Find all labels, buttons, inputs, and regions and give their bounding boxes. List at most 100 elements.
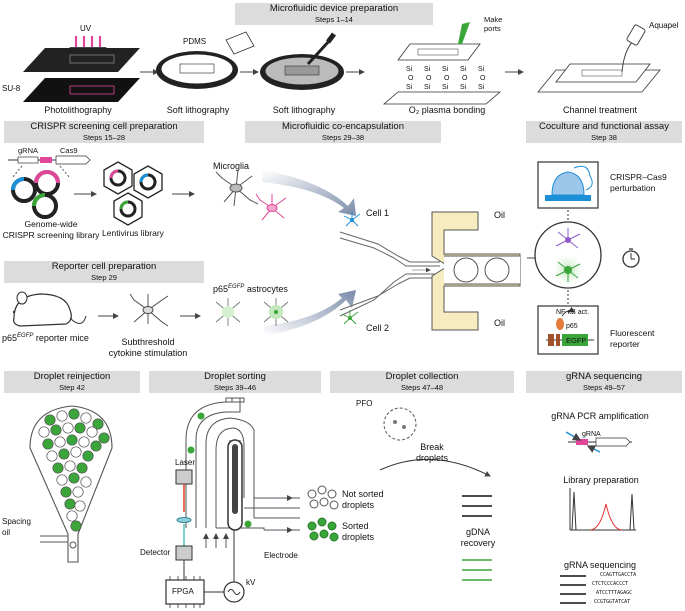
detector-label: Detector: [140, 548, 171, 557]
photomask: [23, 48, 140, 72]
spaced-droplet: [69, 541, 77, 549]
nfkb-label: NF-κB act.: [556, 309, 590, 316]
detector-box: [175, 545, 193, 561]
header-steps: Step 42: [59, 383, 85, 392]
svg-text:Si: Si: [424, 84, 431, 91]
header-reporter-preparation: Reporter cell preparation Step 29: [4, 261, 204, 283]
header-title: Coculture and functional assay: [539, 121, 669, 132]
header-droplet-sorting: Droplet sorting Steps 39–46: [149, 371, 321, 393]
astro-sup: EGFP: [228, 284, 245, 290]
droplet: [52, 462, 64, 474]
pcr-amplicon: [565, 431, 632, 453]
sorted-line-2: droplets: [342, 531, 375, 542]
header-droplet-collection: Droplet collection Steps 47–48: [330, 371, 514, 393]
header-co-encapsulation: Microfluidic co-encapsulation Steps 29–3…: [245, 121, 441, 143]
break-droplets-label: Break droplets: [404, 442, 460, 463]
droplet: [80, 412, 92, 424]
oil-top-label: Oil: [494, 210, 505, 220]
photolithography-label: Photolithography: [44, 105, 112, 115]
cell2-label: Cell 2: [366, 323, 390, 333]
header-title: Microfluidic device preparation: [269, 3, 399, 14]
microglia-label: Microglia: [213, 161, 250, 171]
arrow-cell2: [264, 290, 356, 336]
header-steps: Steps 47–48: [400, 383, 444, 392]
spacing-line-2: oil: [2, 527, 11, 537]
droplet: [68, 472, 80, 484]
coculture-droplet: [534, 161, 602, 355]
su8-label: SU-8: [2, 84, 21, 93]
pfo-droplet: [383, 407, 417, 441]
arrow-cell1: [262, 170, 356, 216]
lentivirus-library: [103, 161, 163, 226]
header-steps: Step 29: [91, 273, 117, 282]
droplet: [54, 436, 66, 448]
seq-read: ATCCTTTAGAGC: [596, 590, 633, 596]
header-steps: Steps 49–57: [582, 383, 626, 392]
punch-pen-icon: [458, 22, 470, 44]
header-title: Droplet collection: [385, 371, 459, 382]
break-line-2: droplets: [415, 452, 449, 463]
stopwatch-icon: [622, 248, 640, 268]
aquapel-syringe-icon: [626, 24, 646, 46]
grna-sequencing-label: gRNA sequencing: [563, 560, 637, 570]
stim-line-2: cytokine stimulation: [108, 347, 188, 358]
spacing-oil-label: Spacing oil: [2, 517, 31, 538]
soft-lithography-label-1: Soft lithography: [166, 105, 230, 115]
microglia-cells: [215, 169, 287, 221]
laser-label: Laser: [175, 458, 196, 467]
svg-text:Si: Si: [460, 84, 467, 91]
soft-lithography-dish-2: [260, 32, 344, 90]
droplet: [50, 424, 62, 436]
sorted-label: Sorted droplets: [342, 521, 374, 542]
gdna-fragments: [462, 495, 492, 581]
break-arrow: [379, 458, 491, 477]
svg-text:Si: Si: [478, 84, 485, 91]
svg-text:O: O: [426, 75, 432, 82]
p65-label: p65: [566, 323, 578, 330]
fluorescent-line-2: reporter: [610, 338, 640, 349]
perturbation-label: CRISPR–Cas9 perturbation: [610, 172, 667, 193]
droplet: [46, 450, 58, 462]
droplet: [80, 476, 92, 488]
not-sorted-line-2: droplets: [342, 499, 375, 510]
svg-text:O: O: [408, 75, 414, 82]
header-steps: Steps 15–28: [82, 133, 126, 142]
sorted-droplets-icon: [307, 517, 339, 542]
kv-label: kV: [246, 578, 256, 587]
make-ports-label: Make ports: [484, 15, 503, 33]
droplet: [66, 510, 78, 522]
break-line-1: Break: [420, 442, 444, 452]
fluorescent-line-1: Fluorescent: [610, 328, 655, 338]
laser-box: [175, 469, 193, 485]
droplet: [64, 460, 76, 472]
droplet: [76, 462, 88, 474]
header-title: Reporter cell preparation: [51, 261, 157, 272]
svg-text:Si: Si: [424, 66, 431, 73]
astro-base: p65: [213, 284, 229, 294]
egfp-box-label: EGFP: [566, 336, 587, 345]
droplet: [74, 422, 86, 434]
perturbation-line-2: perturbation: [610, 182, 656, 193]
header-steps: Steps 1–14: [315, 15, 353, 24]
plasma-bonding-label: O₂ plasma bonding: [408, 105, 486, 115]
droplet: [60, 486, 72, 498]
droplet: [70, 520, 82, 532]
svg-text:O: O: [444, 75, 450, 82]
seq-read: CCAGTTGACCTA: [600, 572, 637, 578]
reinjected-droplets: [38, 408, 110, 532]
electrode-label: Electrode: [264, 551, 298, 560]
not-sorted-droplets-icon: [307, 485, 339, 510]
library-preparation-label: Library preparation: [563, 475, 639, 485]
svg-text:Si: Si: [442, 84, 449, 91]
astrocyte-unstimulated: [129, 293, 169, 327]
stim-line-1: Subthreshold: [121, 337, 175, 347]
gdna-line-2: recovery: [460, 537, 496, 548]
header-droplet-reinjection: Droplet reinjection Step 42: [4, 371, 140, 393]
pcr-amplification-label: gRNA PCR amplification: [551, 411, 649, 421]
droplet: [58, 448, 70, 460]
header-grna-sequencing: gRNA sequencing Steps 49–57: [526, 371, 682, 393]
header-title: Microfluidic co-encapsulation: [282, 121, 404, 132]
soft-lithography-dish-1: [156, 31, 255, 89]
svg-text:Si: Si: [460, 66, 467, 73]
